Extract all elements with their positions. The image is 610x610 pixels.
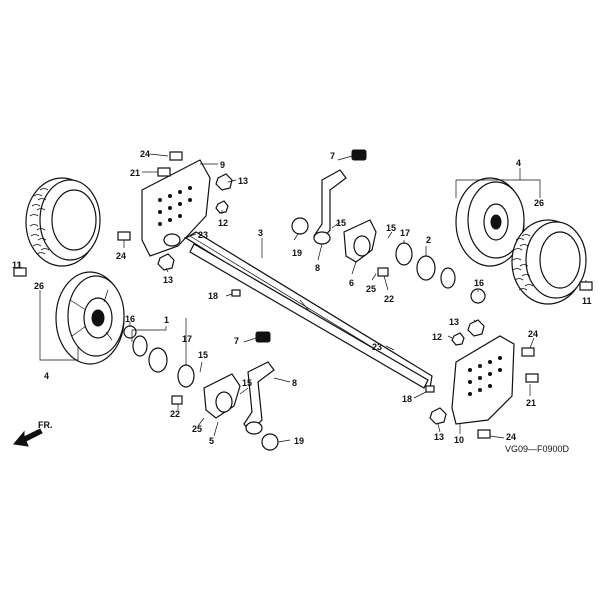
- left-wheel: [55, 271, 125, 365]
- callout-5: 5: [209, 436, 214, 446]
- callout-25: 25: [366, 284, 376, 294]
- callout-12: 12: [218, 218, 228, 228]
- right-wheel: [455, 177, 525, 267]
- callout-25: 25: [192, 424, 202, 434]
- callout-1: 1: [164, 315, 169, 325]
- callout-13: 13: [434, 432, 444, 442]
- callout-6: 6: [349, 278, 354, 288]
- leader-lines: [19, 153, 587, 443]
- right-tire: [511, 219, 587, 305]
- direction-label: FR.: [38, 420, 53, 430]
- callout-7: 7: [330, 151, 335, 161]
- callout-17: 17: [182, 334, 192, 344]
- callouts: 24 9 21 13 12 23 24 13 11 26 4 18 3 7 15…: [12, 149, 592, 446]
- callout-13: 13: [449, 317, 459, 327]
- lower-height-lever: [243, 331, 275, 435]
- callout-21: 21: [526, 398, 536, 408]
- callout-26: 26: [34, 281, 44, 291]
- callout-15: 15: [242, 378, 252, 388]
- callout-8: 8: [315, 263, 320, 273]
- callout-24: 24: [506, 432, 516, 442]
- rear-axle-bar: [184, 231, 433, 389]
- left-tire: [25, 177, 101, 267]
- callout-8: 8: [292, 378, 297, 388]
- callout-15: 15: [336, 218, 346, 228]
- lower-gear-assembly: [123, 325, 279, 451]
- callout-2: 2: [426, 235, 431, 245]
- left-height-bracket: [141, 159, 211, 257]
- callout-26: 26: [534, 198, 544, 208]
- callout-11: 11: [582, 296, 592, 306]
- callout-11: 11: [12, 260, 22, 270]
- callout-7: 7: [234, 336, 239, 346]
- callout-12: 12: [432, 332, 442, 342]
- diagram-code: VG09—F0900D: [505, 444, 570, 454]
- callout-16: 16: [474, 278, 484, 288]
- callout-13: 13: [163, 275, 173, 285]
- callout-22: 22: [384, 294, 394, 304]
- callout-17: 17: [400, 228, 410, 238]
- callout-13: 13: [238, 176, 248, 186]
- callout-9: 9: [220, 160, 225, 170]
- callout-24: 24: [528, 329, 538, 339]
- callout-21: 21: [130, 168, 140, 178]
- upper-gear-assembly: [291, 217, 486, 304]
- callout-3: 3: [258, 228, 263, 238]
- right-height-bracket: [451, 335, 515, 425]
- callout-19: 19: [294, 436, 304, 446]
- callout-15: 15: [198, 350, 208, 360]
- callout-24: 24: [116, 251, 126, 261]
- upper-height-lever: [313, 149, 367, 245]
- callout-18: 18: [402, 394, 412, 404]
- callout-24: 24: [140, 149, 150, 159]
- callout-23: 23: [198, 230, 208, 240]
- callout-4: 4: [516, 158, 521, 168]
- callout-18: 18: [208, 291, 218, 301]
- callout-23: 23: [372, 342, 382, 352]
- fasteners: [13, 151, 593, 439]
- callout-4: 4: [44, 371, 49, 381]
- callout-16: 16: [125, 314, 135, 324]
- front-direction-arrow: FR.: [13, 420, 53, 447]
- callout-15: 15: [386, 223, 396, 233]
- callout-19: 19: [292, 248, 302, 258]
- callout-10: 10: [454, 435, 464, 445]
- callout-22: 22: [170, 409, 180, 419]
